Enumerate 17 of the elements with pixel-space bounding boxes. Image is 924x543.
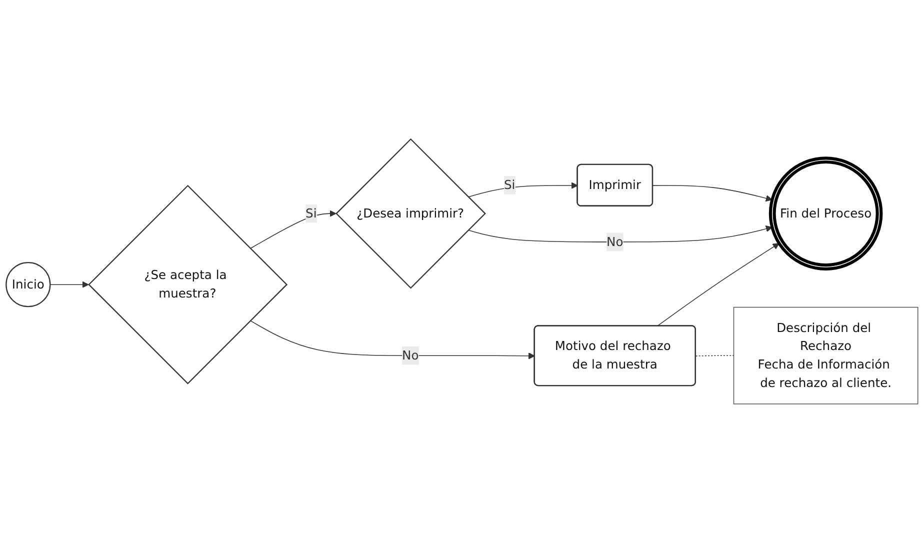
edge-label: No bbox=[606, 234, 624, 249]
edge-label: No bbox=[402, 348, 419, 362]
connector bbox=[695, 355, 734, 356]
arrow bbox=[250, 320, 536, 360]
arrow bbox=[468, 182, 578, 198]
edge-label: Si bbox=[306, 206, 317, 220]
arrow bbox=[250, 210, 336, 249]
node-circle bbox=[6, 262, 51, 308]
edge-label: Si bbox=[504, 177, 516, 192]
arrow bbox=[468, 225, 772, 242]
node-circle bbox=[768, 156, 883, 270]
node-box bbox=[733, 306, 918, 404]
node-diamond bbox=[88, 184, 288, 384]
arrow bbox=[652, 185, 772, 202]
arrow bbox=[50, 281, 89, 288]
arrow bbox=[656, 243, 780, 326]
node-diamond bbox=[336, 138, 486, 289]
